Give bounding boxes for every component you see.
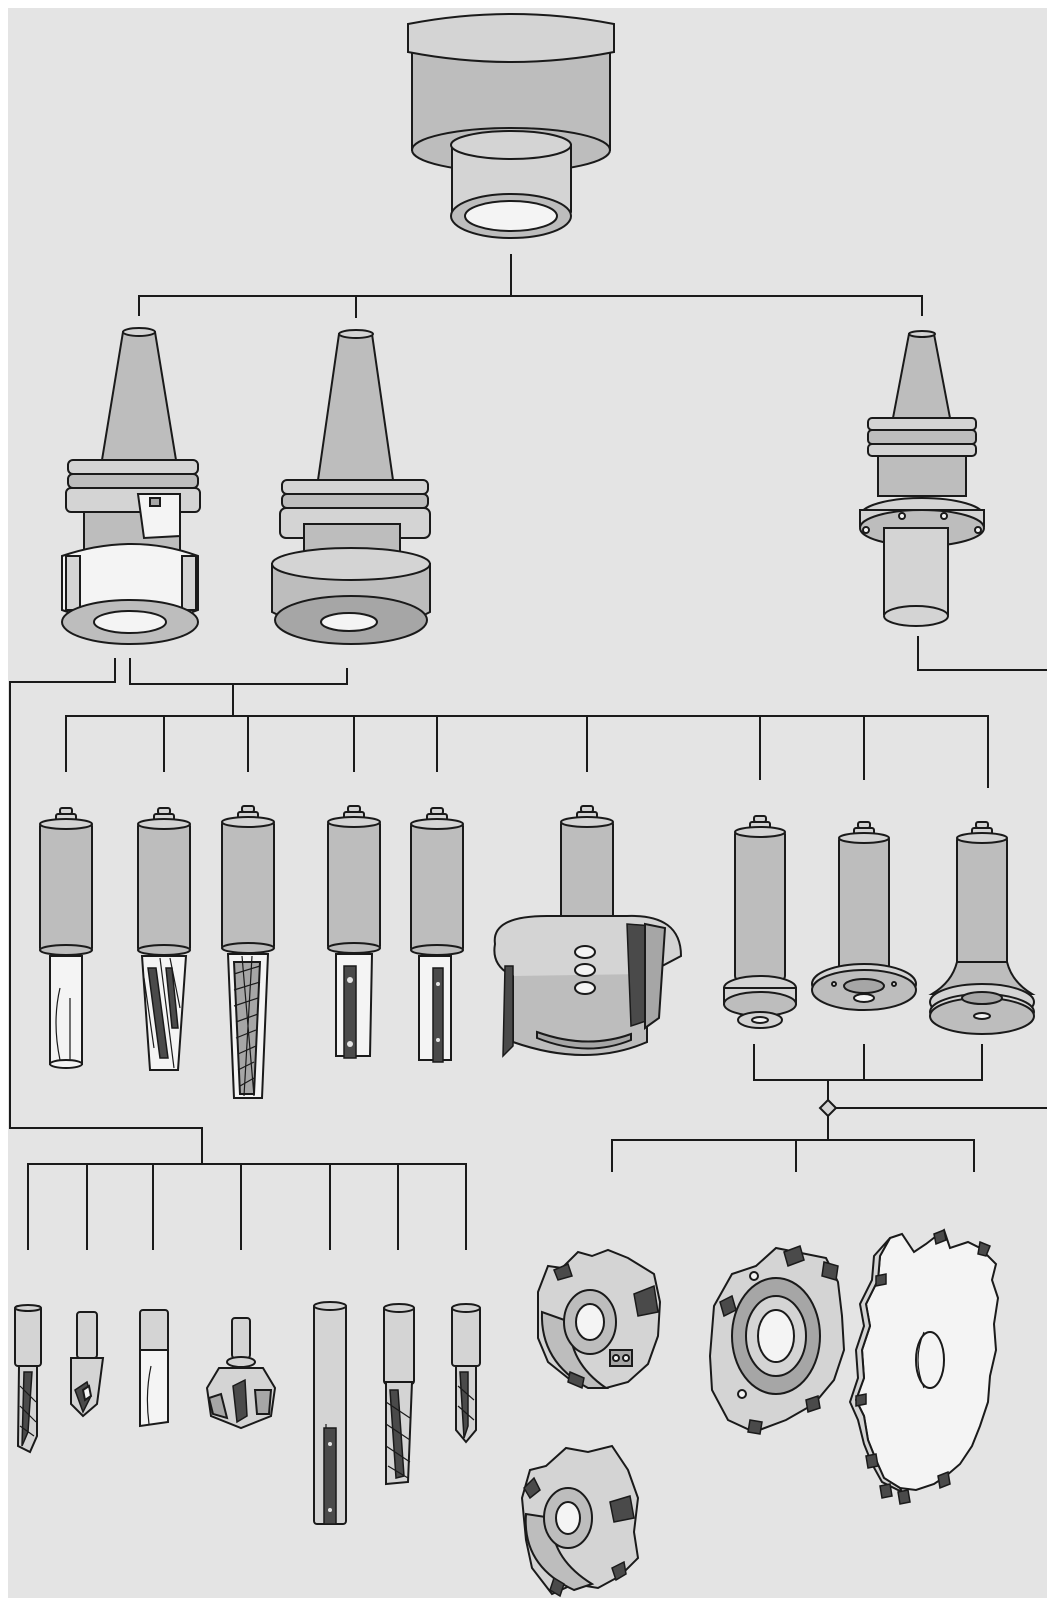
long-insert-cutter — [314, 1302, 346, 1524]
flange-arbor-1 — [724, 816, 796, 1028]
drill-pointed — [452, 1304, 480, 1442]
drill-1 — [15, 1305, 41, 1452]
grooving-cutter-a — [538, 1250, 660, 1388]
spiral-drill-long — [384, 1304, 414, 1484]
grooving-cutter-b — [522, 1446, 638, 1596]
straight-cutter — [140, 1310, 168, 1426]
